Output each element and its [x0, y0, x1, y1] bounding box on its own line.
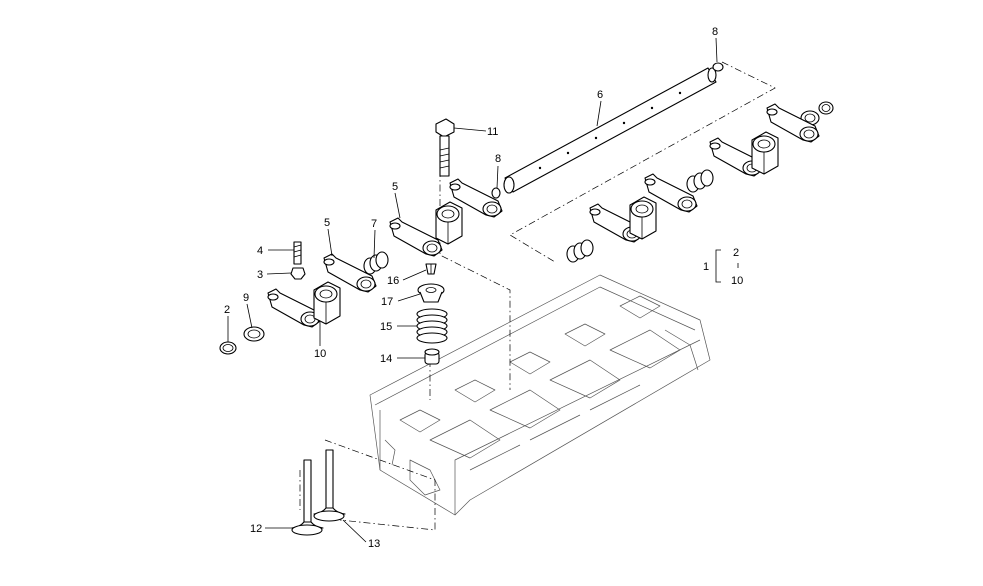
callout-10: 10 — [314, 348, 326, 360]
spacer-spring-right-2 — [686, 169, 714, 193]
intake-valve — [313, 449, 346, 522]
callout-8-top: 8 — [712, 26, 718, 38]
valve-cotters-16 — [425, 263, 437, 275]
rocker-support-r1 — [629, 196, 657, 240]
callout-15: 15 — [380, 321, 392, 333]
callout-6: 6 — [597, 89, 603, 101]
callout-5-upper: 5 — [392, 181, 398, 193]
callout-9: 9 — [243, 292, 249, 304]
snap-ring-2-left — [219, 341, 237, 355]
lock-nut — [290, 267, 306, 280]
kit-callout-1: 1 — [703, 261, 709, 273]
valve-retainer-17 — [417, 283, 445, 303]
assembly-lines — [299, 61, 776, 531]
spacer-spring-right-1 — [566, 239, 594, 263]
rocker-shaft — [503, 67, 717, 194]
shaft-plug-8-left — [491, 187, 501, 199]
callout-11: 11 — [487, 126, 498, 138]
callout-7: 7 — [371, 218, 377, 230]
callout-labels: 8 6 11 8 5 5 7 4 3 16 17 15 14 2 9 10 12… — [224, 26, 743, 550]
valve-spring-15 — [416, 308, 448, 344]
valve-seal-14 — [424, 348, 440, 365]
rocker-support-r2 — [751, 131, 779, 175]
callout-5-lower: 5 — [324, 217, 330, 229]
callout-2: 2 — [224, 304, 230, 316]
callout-4: 4 — [257, 245, 263, 257]
snap-ring-2-right — [818, 101, 834, 115]
shaft-plug-8-right — [712, 62, 724, 72]
callout-14: 14 — [380, 353, 392, 365]
spacer-spring-7 — [363, 251, 389, 275]
callout-8-mid: 8 — [495, 153, 501, 165]
rocker-arm-5b — [389, 217, 443, 257]
support-bolt — [435, 118, 455, 177]
callout-3: 3 — [257, 269, 263, 281]
rocker-arm-1 — [267, 288, 321, 328]
callout-13: 13 — [368, 538, 380, 550]
washer-9-left — [243, 326, 265, 342]
rocker-support-10 — [313, 281, 341, 325]
leader-lines — [227, 37, 739, 543]
kit-callout-10: 10 — [731, 275, 743, 287]
rocker-support-center — [435, 201, 463, 245]
adjusting-screw — [293, 241, 302, 265]
callout-12: 12 — [250, 523, 262, 535]
kit-callout-2: 2 — [733, 247, 739, 259]
callout-17: 17 — [381, 296, 393, 308]
exhaust-valve — [291, 459, 324, 536]
callout-16: 16 — [387, 275, 399, 287]
